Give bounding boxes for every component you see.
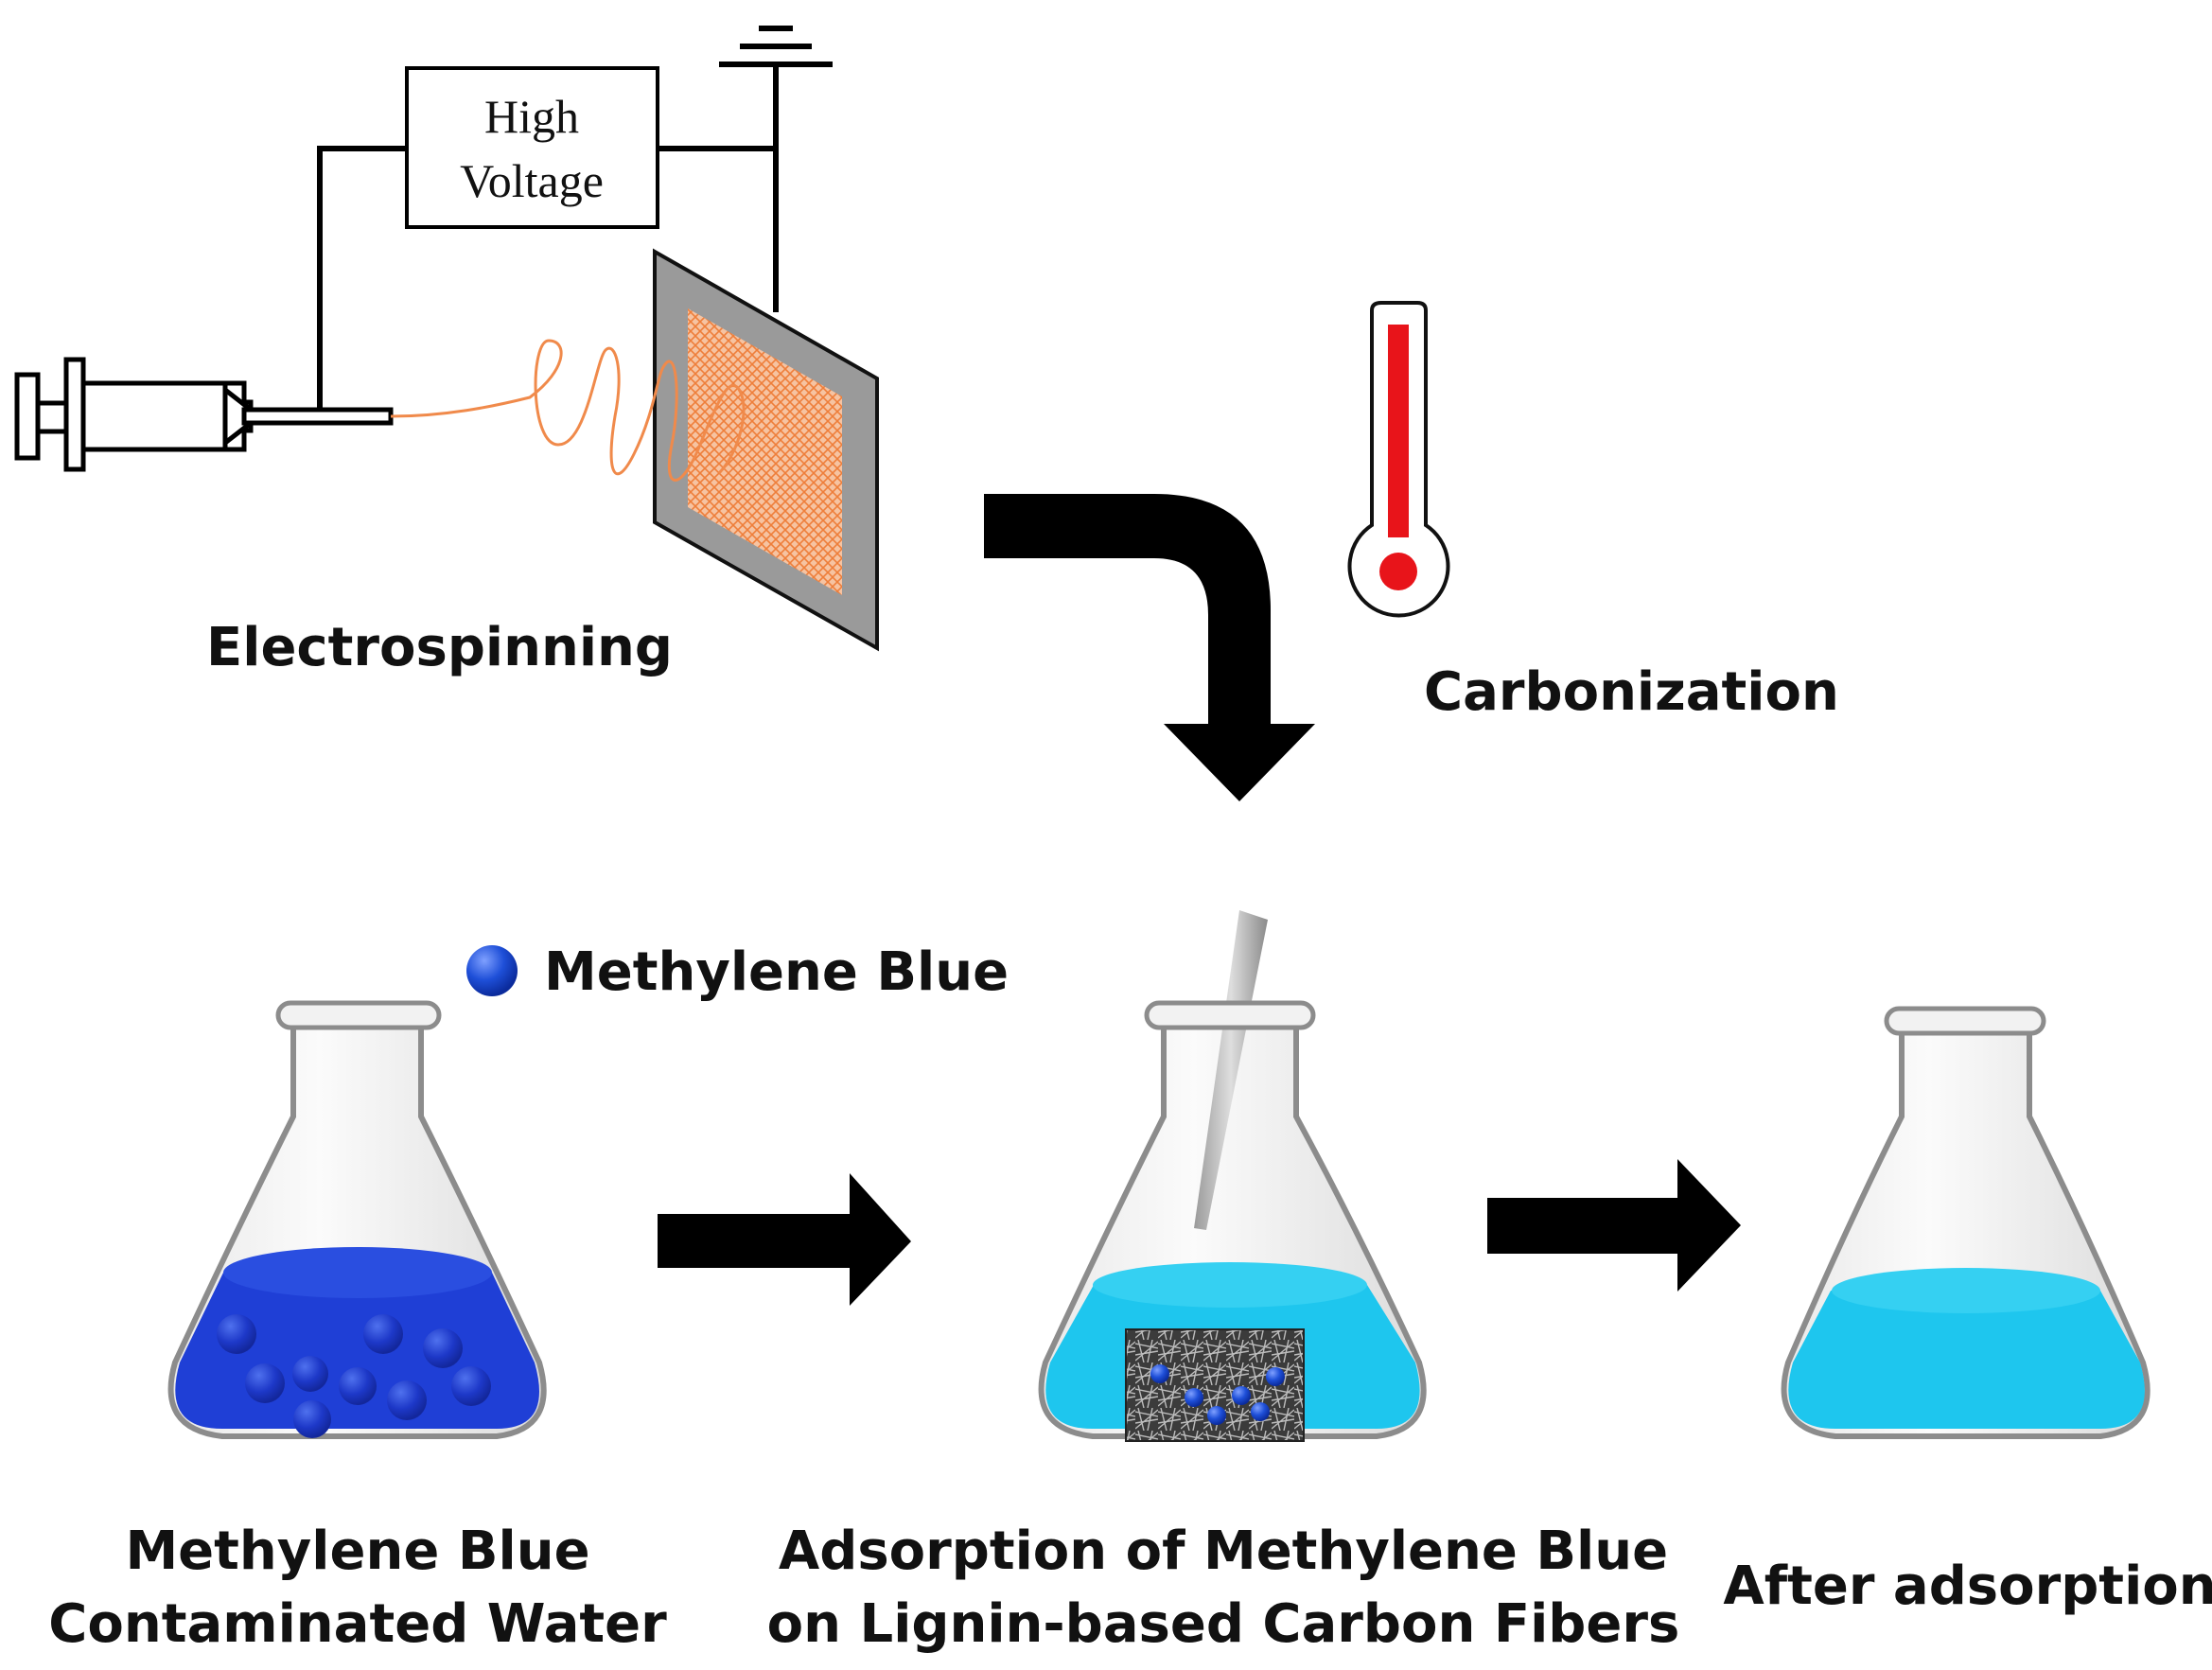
flask1-label-line1: Methylene Blue (125, 1521, 589, 1582)
process-arrow-1 (658, 1173, 911, 1306)
fiber-mat (688, 308, 842, 595)
flask-after-adsorption: After adsorption (1723, 1006, 2212, 1617)
polymer-jet (390, 339, 746, 482)
circuit-wires (317, 64, 779, 410)
electrospinning-setup: High Voltage Electrospinning (14, 26, 879, 678)
flask3-label: After adsorption (1723, 1556, 2212, 1617)
high-voltage-power-supply: High Voltage (405, 66, 659, 229)
electrospinning-label: Electrospinning (206, 617, 673, 678)
flask2-label-line1: Adsorption of Methylene Blue (779, 1521, 1668, 1582)
power-supply-label-line1: High (484, 90, 579, 143)
process-arrow-2 (1487, 1159, 1741, 1292)
power-supply-label-line2: Voltage (460, 154, 604, 207)
carbon-fiber-mat (1125, 1328, 1305, 1442)
flask1-label-line2: Contaminated Water (48, 1593, 667, 1655)
carbonization-label: Carbonization (1424, 661, 1839, 723)
syringe-icon (14, 357, 394, 472)
thermometer-icon (1347, 301, 1450, 618)
flask-adsorption: Adsorption of Methylene Blue on Lignin-b… (767, 910, 1680, 1655)
legend: Methylene Blue (466, 941, 1009, 1003)
legend-label: Methylene Blue (544, 941, 1009, 1003)
methylene-blue-particle-icon (466, 945, 518, 996)
stirring-rod (1194, 910, 1268, 1230)
flask2-label-line2: on Lignin-based Carbon Fibers (767, 1593, 1680, 1655)
carbonization-step: Carbonization (984, 301, 1839, 801)
ground-symbol-icon (719, 26, 833, 67)
dye-particles (217, 1314, 491, 1438)
flask-contaminated: Methylene Blue Contaminated Water (48, 1000, 667, 1655)
collector-plate (653, 248, 879, 652)
curved-process-arrow (984, 494, 1315, 801)
